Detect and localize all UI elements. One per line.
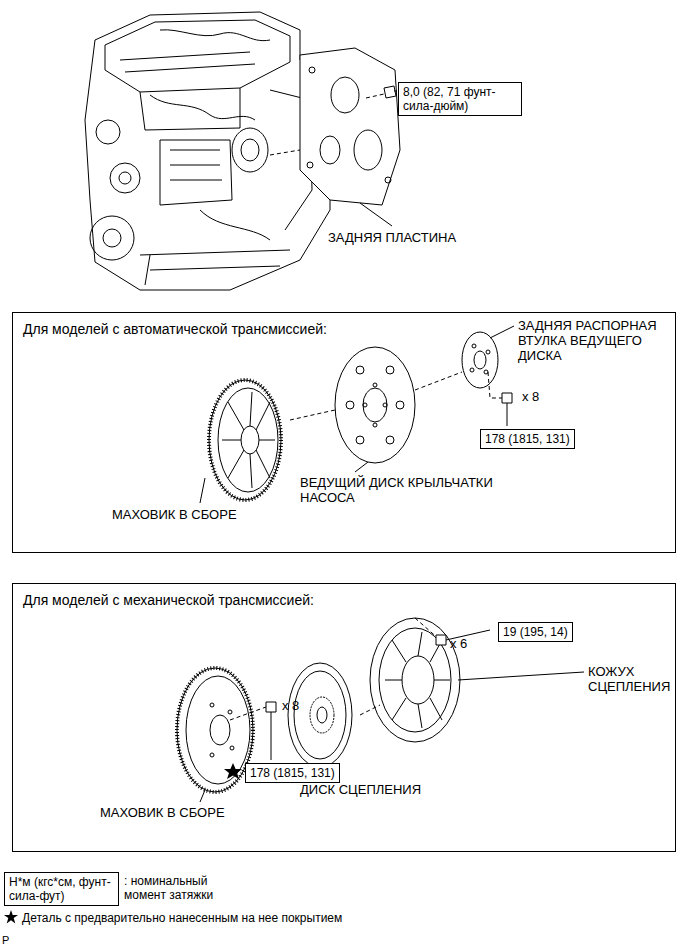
torque-box: 178 (1815, 131)	[480, 429, 575, 449]
section-panel: Для моделей с автоматической трансмиссие…	[12, 312, 676, 553]
torque-box: 19 (195, 14)	[498, 622, 573, 642]
torque-box: 8,0 (82, 71 фунт-сила-дюйм)	[398, 82, 522, 116]
clutch-cover	[360, 618, 584, 742]
part-label: x 8	[522, 389, 539, 404]
torque-value: 19 (195, 14)	[503, 625, 568, 639]
part-label: ВЕДУЩИЙ ДИСК КРЫЛЬЧАТКИ НАСОСА	[300, 475, 493, 505]
flywheel-at	[200, 380, 281, 503]
label-box: x 8	[282, 698, 299, 713]
label-box: КОЖУХ СЦЕПЛЕНИЯ	[588, 664, 682, 694]
torque-value: 8,0 (82, 71 фунт-сила-дюйм)	[403, 85, 517, 113]
part-label: МАХОВИК В СБОРЕ	[112, 507, 237, 522]
part-label: x 8	[282, 698, 299, 713]
label-box: x 8	[522, 389, 539, 404]
label-box: : номинальный момент затяжки	[124, 874, 236, 902]
part-label: ЗАДНЯЯ ПЛАСТИНА	[328, 230, 456, 245]
torque-box: 178 (1815, 131)	[245, 763, 340, 783]
engine-drawing	[85, 12, 330, 290]
part-label: ЗАДНЯЯ РАСПОРНАЯ ВТУЛКА ВЕДУЩЕГО ДИСКА	[518, 318, 657, 363]
part-label: КОЖУХ СЦЕПЛЕНИЯ	[588, 664, 670, 694]
section-heading: Для моделей с механической трансмиссией:	[23, 592, 314, 609]
star-symbol	[4, 910, 18, 924]
legend-text: Деталь с предварительно нанесенным на не…	[22, 911, 342, 925]
part-label: ДИСК СЦЕПЛЕНИЯ	[300, 782, 421, 797]
rear-plate	[270, 48, 400, 226]
legend-row: Деталь с предварительно нанесенным на не…	[4, 910, 342, 925]
label-box: ЗАДНЯЯ ПЛАСТИНА	[328, 230, 456, 245]
torque-value: Н*м (кгс*см, фунт-сила-фут)	[9, 875, 114, 903]
part-label: x 6	[450, 636, 467, 651]
label-box: P	[2, 934, 9, 947]
label-box: МАХОВИК В СБОРЕ	[112, 507, 237, 522]
spacer	[415, 326, 514, 426]
part-label: МАХОВИК В СБОРЕ	[100, 805, 225, 820]
part-label: : номинальный момент затяжки	[124, 874, 213, 902]
torque-box: Н*м (кгс*см, фунт-сила-фут)	[4, 872, 119, 906]
label-box: МАХОВИК В СБОРЕ	[100, 805, 225, 820]
drive-plate	[290, 347, 415, 472]
torque-value: 178 (1815, 131)	[485, 432, 570, 446]
part-label: P	[2, 934, 9, 946]
torque-value: 178 (1815, 131)	[250, 766, 335, 780]
section-heading: Для моделей с автоматической трансмиссие…	[23, 321, 327, 338]
label-box: x 6	[450, 636, 467, 651]
label-box: ЗАДНЯЯ РАСПОРНАЯ ВТУЛКА ВЕДУЩЕГО ДИСКА	[518, 318, 678, 363]
label-box: ВЕДУЩИЙ ДИСК КРЫЛЬЧАТКИ НАСОСА	[300, 475, 510, 505]
label-box: ДИСК СЦЕПЛЕНИЯ	[300, 782, 421, 797]
